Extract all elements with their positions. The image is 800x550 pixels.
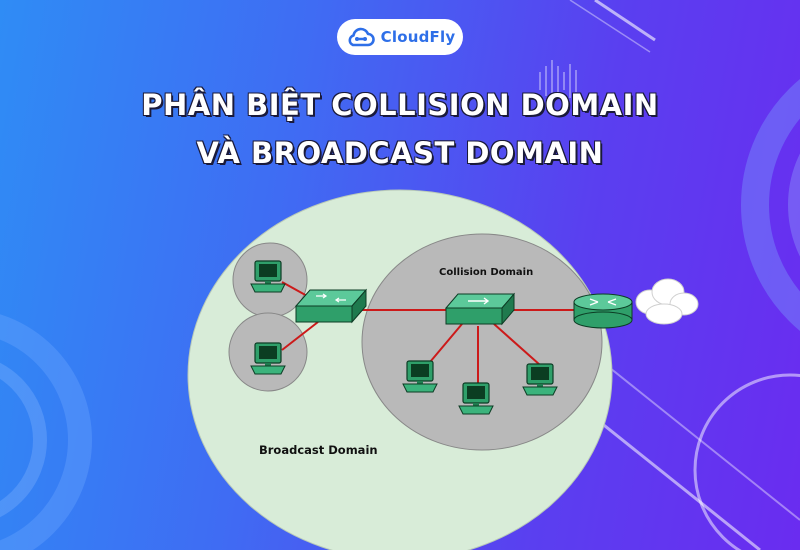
- cloud-icon: [348, 27, 375, 47]
- computer-icon: [458, 382, 494, 415]
- brand-logo[interactable]: CloudFly: [337, 19, 463, 55]
- link-pc2-switch: [281, 321, 319, 351]
- link-hub-pc5: [493, 323, 541, 366]
- page-title-line-2: VÀ BROADCAST DOMAIN: [196, 136, 604, 170]
- router-device: [573, 293, 633, 329]
- brand-name: CloudFly: [380, 28, 456, 46]
- broadcast-domain-label: Broadcast Domain: [259, 443, 378, 457]
- cloud-network: [635, 278, 699, 325]
- computer-icon: [402, 360, 438, 393]
- switch-device: [294, 288, 368, 324]
- page-title-line-1: PHÂN BIỆT COLLISION DOMAIN: [141, 88, 659, 122]
- collision-domain-label: Collision Domain: [439, 267, 534, 278]
- computer-icon: [522, 363, 558, 396]
- computer-icon: [250, 342, 286, 375]
- computer-icon: [250, 260, 286, 293]
- hub-device: [444, 292, 516, 326]
- collision-domain-area: [361, 233, 603, 451]
